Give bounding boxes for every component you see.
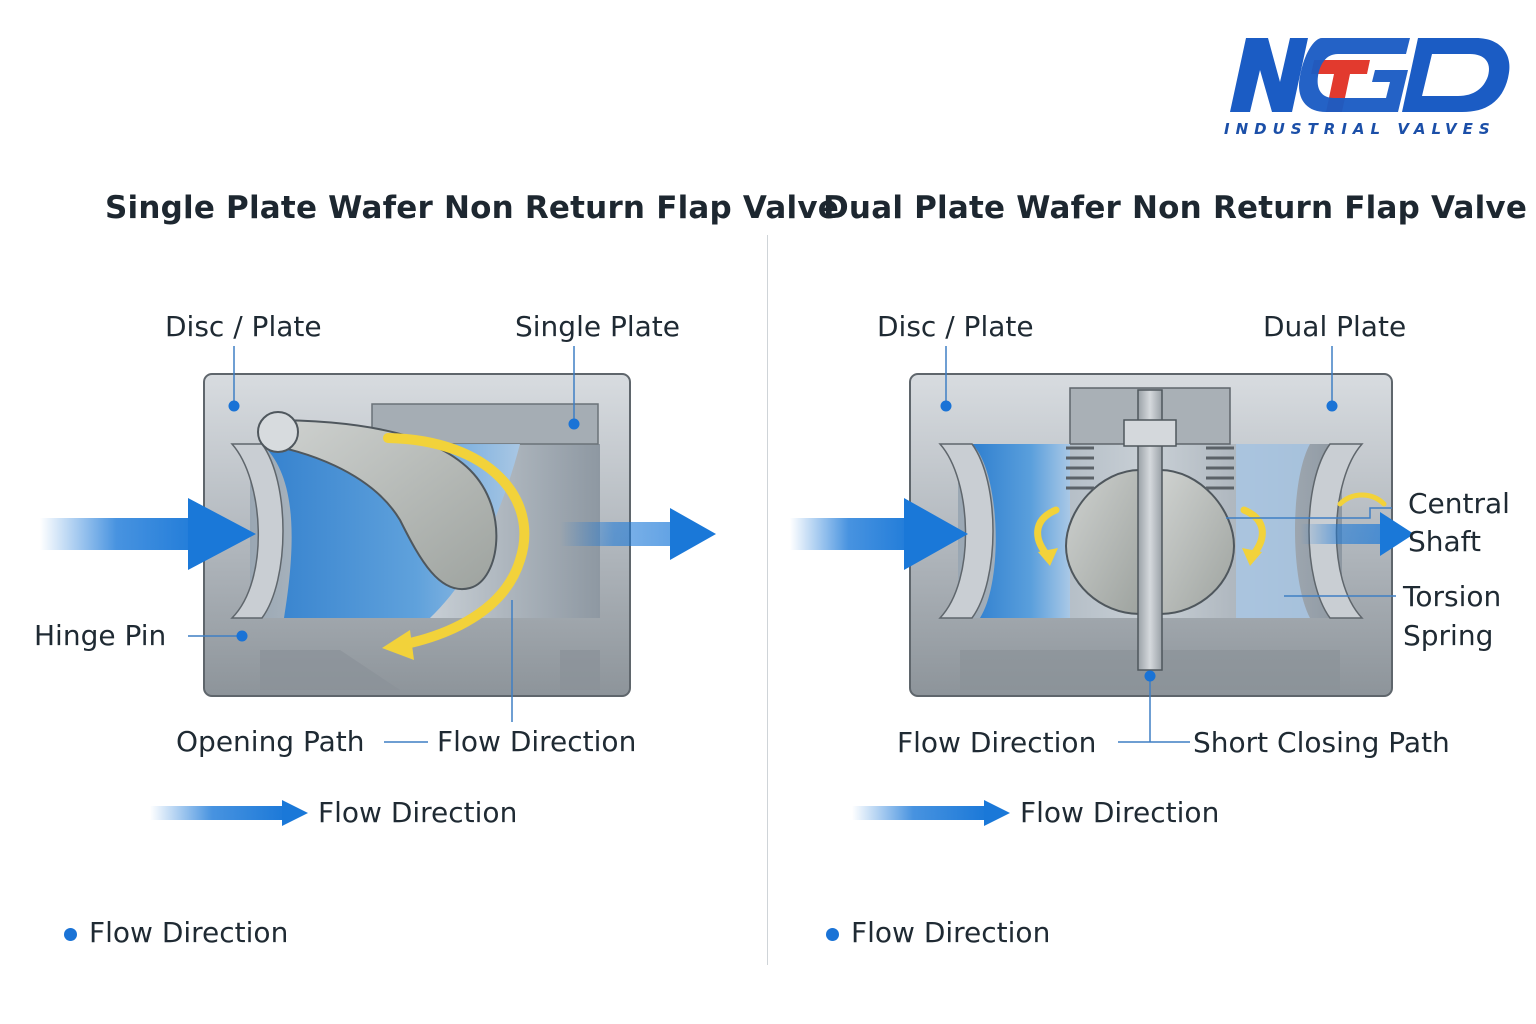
single-legend-dot bbox=[64, 928, 77, 941]
dual-leader-lines bbox=[945, 346, 1396, 743]
single-label-hinge-pin: Hinge Pin bbox=[34, 619, 167, 652]
single-flow-in-arrow bbox=[40, 498, 256, 570]
dual-label-torsion-spring-line1: Torsion bbox=[1403, 580, 1502, 613]
dual-valve-title: Dual Plate Wafer Non Return Flap Valve bbox=[823, 190, 1528, 226]
single-label-disc-plate: Disc / Plate bbox=[165, 310, 322, 343]
logo-tagline: INDUSTRIAL VALVES bbox=[1224, 120, 1496, 138]
dual-label-torsion-spring-line2: Spring bbox=[1403, 619, 1494, 652]
dual-leader-dots bbox=[940, 400, 1338, 682]
single-valve-body bbox=[203, 373, 631, 697]
panel-divider bbox=[767, 235, 768, 965]
brand-logo: INDUSTRIAL VALVES bbox=[1222, 30, 1518, 145]
dual-legend-dot bbox=[826, 928, 839, 941]
dual-legend-dot-label: Flow Direction bbox=[851, 916, 1051, 949]
single-label-flow-direction: Flow Direction bbox=[437, 725, 637, 758]
dual-label-central-shaft-line1: Central bbox=[1408, 487, 1510, 520]
single-legend-dot-label: Flow Direction bbox=[89, 916, 289, 949]
dual-label-dual-plate: Dual Plate bbox=[1263, 310, 1407, 343]
dual-flow-out-arrow bbox=[1300, 512, 1414, 556]
single-flow-out-arrow bbox=[560, 508, 716, 560]
dual-label-flow-direction: Flow Direction bbox=[897, 726, 1097, 759]
ntgd-logo-mark bbox=[1230, 38, 1510, 112]
dual-legend-arrow-label: Flow Direction bbox=[1020, 796, 1220, 829]
single-leader-lines bbox=[188, 346, 575, 743]
dual-label-central-shaft-line2: Shaft bbox=[1408, 525, 1482, 558]
dual-valve-body bbox=[909, 373, 1393, 697]
single-legend-arrow bbox=[150, 800, 308, 826]
dual-legend-arrow bbox=[852, 800, 1010, 826]
single-leader-dots bbox=[228, 400, 580, 642]
dual-label-short-closing-path: Short Closing Path bbox=[1193, 726, 1450, 759]
single-label-opening-path: Opening Path bbox=[176, 725, 365, 758]
torsion-springs bbox=[1066, 446, 1234, 490]
single-legend-arrow-label: Flow Direction bbox=[318, 796, 518, 829]
single-valve-title: Single Plate Wafer Non Return Flap Valve bbox=[105, 190, 839, 226]
dual-flow-in-arrow bbox=[790, 498, 968, 570]
single-label-single-plate: Single Plate bbox=[515, 310, 681, 343]
dual-label-disc-plate: Disc / Plate bbox=[877, 310, 1034, 343]
